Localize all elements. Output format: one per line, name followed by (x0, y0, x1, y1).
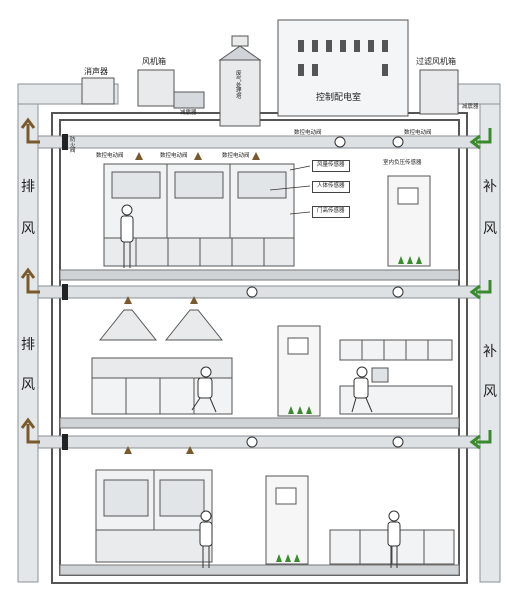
exhaust-char-1-floor3: 排 (21, 179, 35, 195)
fan-box-label: 风机箱 (142, 57, 166, 66)
exhaust-tower (219, 59, 261, 127)
floor2-door-arrows (288, 406, 312, 414)
floor1-person-left (199, 510, 213, 568)
valve-d-label: 数控电动阀 (294, 130, 322, 136)
roof-equipment (81, 19, 459, 127)
floor3-fume-hoods (103, 163, 295, 267)
supply-char-2-floor3: 风 (483, 221, 497, 237)
sensor-leaders (269, 165, 311, 215)
hood-up-arrows (124, 152, 260, 454)
damper-left-label: 减震器 (180, 110, 197, 116)
exhaust-tower-label: 废气处理塔 (236, 71, 242, 101)
floor2-person-left (191, 366, 217, 413)
body-sensor-label: 人体传感器 (312, 181, 350, 193)
filter-fan-box (419, 69, 459, 115)
fire-valve-label: 防火阀 (70, 137, 76, 154)
damper-right-label: 减震器 (462, 104, 479, 110)
duct-valves (246, 136, 404, 448)
pressure-sensor-label: 室内负压传感器 (383, 160, 422, 166)
floor3-person (120, 204, 134, 268)
supply-char-2-floor2: 风 (483, 384, 497, 400)
valve-b-label: 数控电动阀 (160, 153, 188, 159)
floor3-door (387, 175, 431, 267)
control-room-label: 控制配电室 (316, 93, 362, 103)
exhaust-riser (17, 83, 119, 583)
floor1-door (265, 475, 309, 565)
valve-e-label: 数控电动阀 (404, 130, 432, 136)
silencer-label: 消声器 (84, 67, 108, 76)
floor-slabs (59, 269, 460, 576)
horizontal-ducts (37, 135, 481, 449)
exhaust-char-2-floor2: 风 (21, 377, 35, 393)
floor1-person-right (387, 510, 401, 568)
valve-c-label: 数控电动阀 (222, 153, 250, 159)
fire-dampers (62, 134, 68, 450)
silencer-box (81, 77, 115, 105)
exhaust-arrows (20, 117, 40, 444)
supply-arrows (469, 128, 492, 450)
fan-box (137, 69, 175, 107)
floor2-person-right (351, 366, 373, 413)
floor1-door-arrows (276, 554, 300, 562)
floor2-door (277, 325, 321, 417)
floor3-door-arrows (398, 256, 422, 264)
exhaust-char-1-floor2: 排 (21, 337, 35, 353)
floor2-canopy-hoods (91, 309, 233, 415)
floor2-cabinets (339, 339, 453, 415)
valve-a-label: 数控电动阀 (96, 153, 124, 159)
floor1-fume-hoods (95, 469, 213, 563)
wind-sensor-label: 风量传感器 (312, 160, 350, 172)
supply-char-1-floor3: 补 (483, 179, 497, 195)
door-sensor-label: 门高传感器 (312, 206, 350, 218)
exhaust-char-2-floor3: 风 (21, 221, 35, 237)
supply-char-1-floor2: 补 (483, 344, 497, 360)
filter-fan-box-label: 过滤风机箱 (416, 57, 456, 66)
